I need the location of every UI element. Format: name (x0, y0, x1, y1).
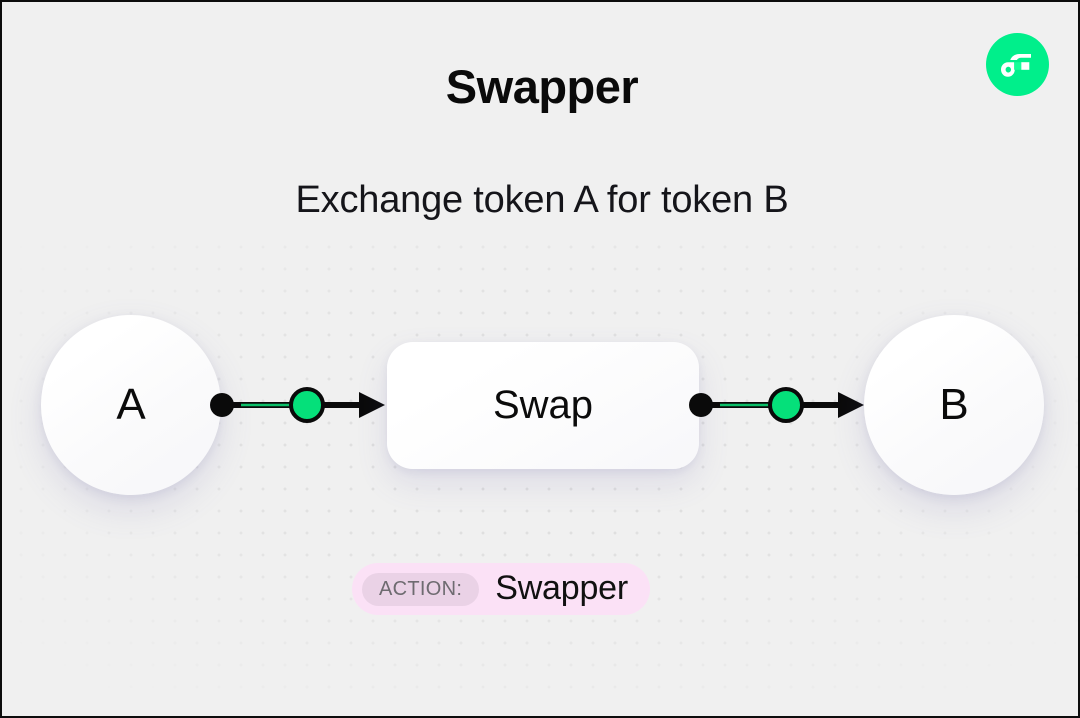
token-b-label: B (939, 380, 969, 429)
page-title: Swapper (445, 60, 639, 113)
edge-a-to-swap[interactable] (207, 383, 385, 427)
action-badge: ACTION: Swapper (352, 563, 651, 615)
flow-logo-icon (986, 33, 1049, 96)
swap-process-node[interactable]: Swap (387, 342, 699, 469)
edge-swap-to-b[interactable] (686, 383, 864, 427)
action-badge-value: Swapper (495, 568, 629, 607)
token-a-node[interactable]: A (41, 315, 221, 495)
action-badge-key: ACTION: (362, 572, 480, 606)
swap-node-label: Swap (492, 383, 594, 427)
token-a-label: A (116, 380, 146, 429)
token-b-node[interactable]: B (864, 315, 1044, 495)
page-subtitle: Exchange token A for token B (295, 179, 789, 221)
